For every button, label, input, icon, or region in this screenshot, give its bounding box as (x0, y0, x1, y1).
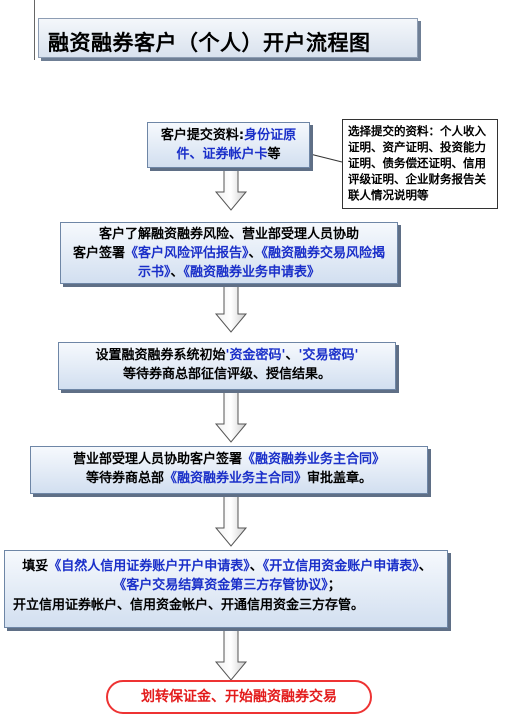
step1-box: 客户提交资料:身份证原件、证券帐户卡等 (147, 122, 310, 168)
step1-prefix: 客户提交资料: (160, 128, 245, 143)
step4-box: 营业部受理人员协助客户签署《融资融券业务主合同》 等待券商总部《融资融券业务主合… (30, 446, 428, 494)
arrow-1 (214, 169, 248, 211)
step3-line1: 设置融资融券系统初始'资金密码'、'交易密码' (65, 346, 389, 365)
step5-doc-securities-account: 《自然人信用证券账户开户申请表》 (48, 559, 250, 574)
title-box (38, 18, 418, 58)
step5-suf: ； (327, 578, 341, 593)
step4-line2: 等待券商总部《融资融券业务主合同》审批盖章。 (37, 469, 421, 488)
step2-pre: 客户签署 (72, 246, 125, 261)
step3-fund-password: '资金密码' (225, 348, 286, 363)
arrow-3 (214, 391, 248, 443)
arrow-4 (214, 495, 248, 547)
step2-sep2: 、 (170, 265, 184, 280)
step2-line2: 客户签署《客户风险评估报告》、《融资融券交易风险揭示书》、《融资融券业务申请表》 (67, 244, 391, 282)
step5-sep2: 、 (418, 559, 432, 574)
step2-box: 客户了解融资融券风险、营业部受理人员协助 客户签署《客户风险评估报告》、《融资融… (60, 222, 398, 284)
title-marker-line (34, 0, 35, 60)
arrow-2 (214, 283, 248, 333)
step2-line1: 客户了解融资融券风险、营业部受理人员协助 (98, 227, 359, 242)
step1-suffix: 等 (267, 147, 281, 162)
step3-sep: 、 (285, 348, 299, 363)
note-connector (309, 153, 343, 163)
step2-sep1: 、 (248, 246, 262, 261)
page-title: 融资融券客户（个人）开户流程图 (48, 31, 371, 55)
step5-doc-fund-account: 《开立信用资金账户申请表》 (262, 559, 419, 574)
step4-line1: 营业部受理人员协助客户签署《融资融券业务主合同》 (37, 450, 421, 469)
step5-sep1: 、 (249, 559, 263, 574)
step2-doc-risk-assessment: 《客户风险评估报告》 (124, 246, 249, 261)
step4-pre1: 营业部受理人员协助客户签署 (72, 452, 242, 467)
step3-trade-password: '交易密码' (298, 348, 359, 363)
step3-line2: 等待券商总部征信评级、授信结果。 (122, 367, 331, 382)
step5-doc-custody-agreement: 《客户交易结算资金第三方存管协议》 (113, 578, 328, 593)
optional-documents-note: 选择提交的资料：个人收入证明、资产证明、投资能力证明、债务偿还证明、信用评级证明… (342, 119, 498, 209)
step5-lines: 填妥《自然人信用证券账户开户申请表》、《开立信用资金账户申请表》、《客户交易结算… (13, 557, 441, 595)
step4-pre2: 等待券商总部 (85, 471, 164, 486)
step5-line3: 开立信用证券帐户、信用资金帐户、开通信用资金三方存管。 (13, 598, 365, 613)
step5-pre: 填妥 (22, 559, 49, 574)
arrow-5 (214, 629, 248, 681)
step3-pre: 设置融资融券系统初始 (95, 348, 226, 363)
step1-highlight: 身份证原件、证券帐户卡 (176, 128, 297, 162)
step3-box: 设置融资融券系统初始'资金密码'、'交易密码' 等待券商总部征信评级、授信结果。 (58, 342, 396, 390)
step4-contract-2: 《融资融券业务主合同》 (163, 471, 307, 486)
final-step: 划转保证金、开始融资融券交易 (106, 680, 372, 714)
step4-contract-1: 《融资融券业务主合同》 (242, 452, 386, 467)
step2-doc-risk-disclosure: 《融资融券交易风险揭示书》 (137, 246, 386, 280)
step2-doc-application: 《融资融券业务申请表》 (183, 265, 321, 280)
step4-suf2: 审批盖章。 (307, 471, 373, 486)
step5-box: 填妥《自然人信用证券账户开户申请表》、《开立信用资金账户申请表》、《客户交易结算… (4, 550, 448, 628)
